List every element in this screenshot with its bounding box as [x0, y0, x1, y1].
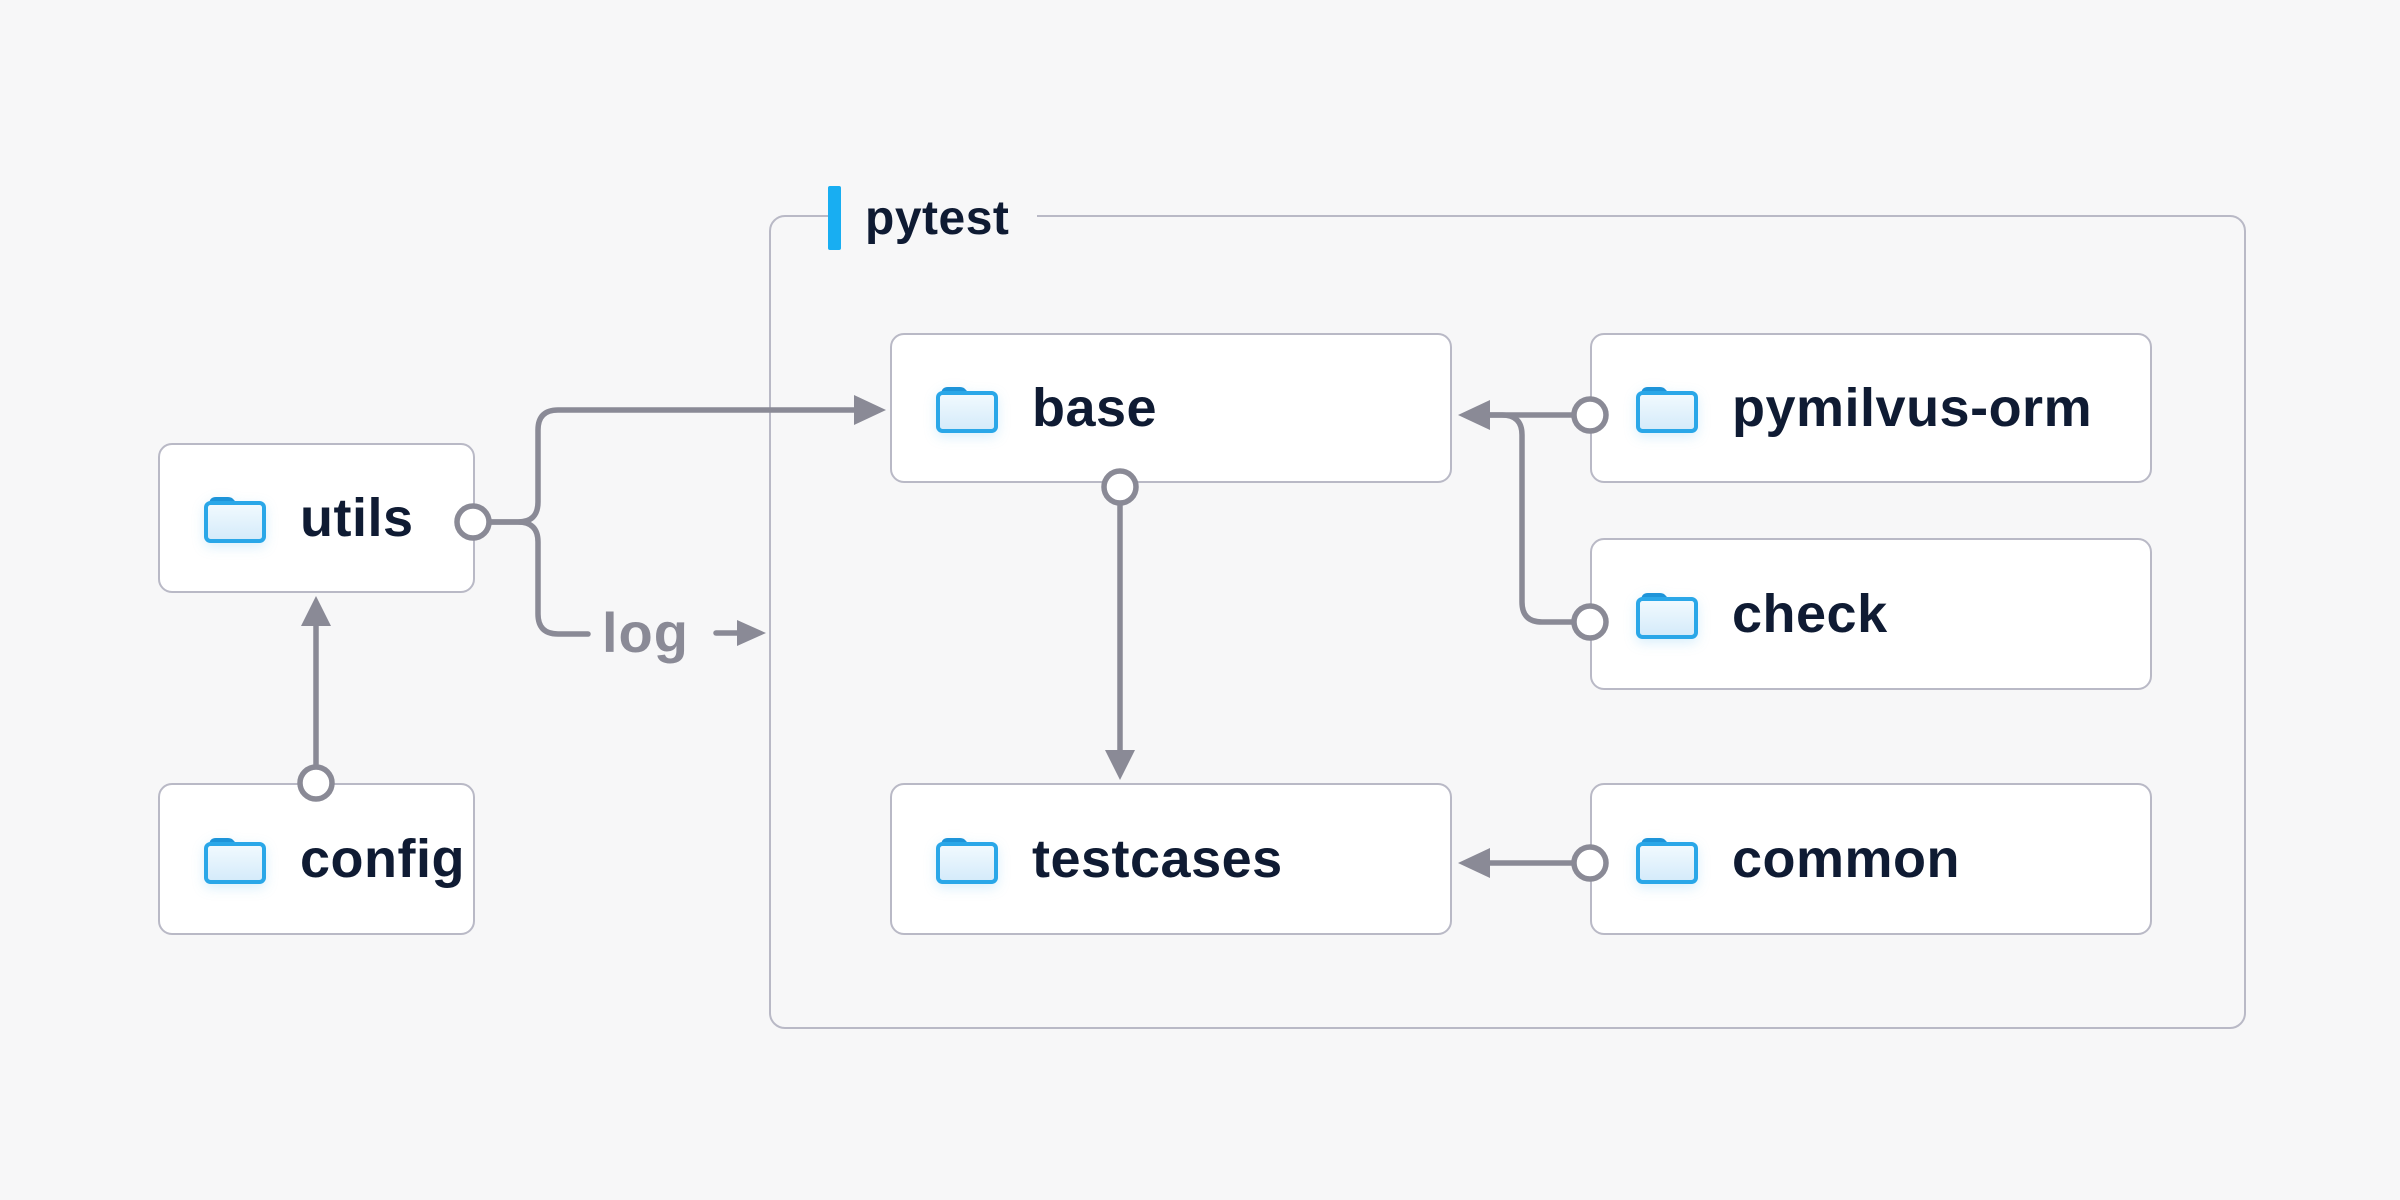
node-label: check: [1732, 584, 1888, 644]
pytest-group-label: pytest: [828, 186, 1038, 250]
folder-icon: [1636, 593, 1698, 639]
node-pymilvus-orm: pymilvus-orm: [1590, 333, 2152, 483]
folder-icon: [1636, 387, 1698, 433]
node-label: testcases: [1032, 829, 1283, 889]
folder-icon: [1636, 838, 1698, 884]
node-label: base: [1032, 378, 1158, 438]
folder-icon: [204, 838, 266, 884]
edge-log-arrowhead: [737, 620, 766, 646]
pytest-group-box: [769, 215, 2246, 1029]
edge-label-log: log: [602, 601, 689, 664]
edge-config-to-utils-arrowhead: [301, 596, 331, 626]
node-common: common: [1590, 783, 2152, 935]
folder-icon: [936, 838, 998, 884]
node-label: pymilvus-orm: [1732, 378, 2093, 438]
group-label-text: pytest: [865, 191, 1010, 245]
folder-icon: [936, 387, 998, 433]
node-config: config: [158, 783, 475, 935]
node-label: config: [300, 829, 465, 889]
accent-bar: [828, 186, 841, 250]
node-testcases: testcases: [890, 783, 1452, 935]
node-utils: utils: [158, 443, 475, 593]
node-label: common: [1732, 829, 1961, 889]
folder-icon: [204, 497, 266, 543]
edge-utils-to-log: [487, 519, 591, 637]
node-label: utils: [300, 488, 414, 548]
node-check: check: [1590, 538, 2152, 690]
node-base: base: [890, 333, 1452, 483]
